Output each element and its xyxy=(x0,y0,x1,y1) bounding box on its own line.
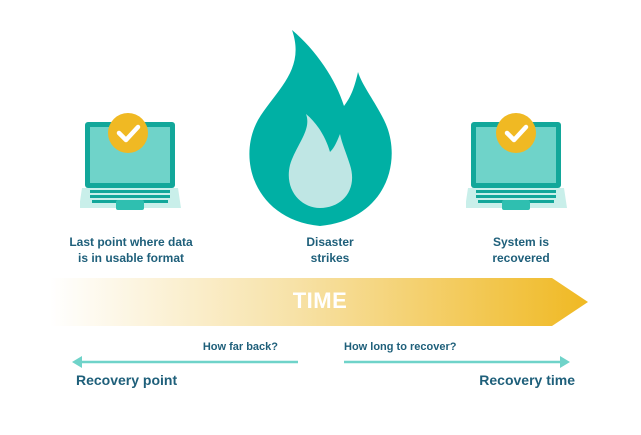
laptop-check-icon-right xyxy=(466,113,567,210)
laptop-check-icon-left xyxy=(80,113,181,210)
fire-icon xyxy=(249,30,392,226)
right-arrow xyxy=(344,356,570,368)
left-arrow xyxy=(72,356,298,368)
check-badge-right xyxy=(496,113,536,153)
time-label: TIME xyxy=(292,288,348,313)
recovery-point-title: Recovery point xyxy=(76,372,178,388)
label-disaster-strikes: Disaster strikes xyxy=(306,235,354,265)
label-last-usable-point: Last point where data is in usable forma… xyxy=(69,235,193,265)
recovery-time-title: Recovery time xyxy=(479,372,575,388)
label-system-recovered: System is recovered xyxy=(492,235,550,265)
check-badge-left xyxy=(108,113,148,153)
how-long-to-recover-label: How long to recover? xyxy=(344,341,457,353)
time-arrow xyxy=(50,278,588,326)
how-far-back-label: How far back? xyxy=(202,341,278,353)
